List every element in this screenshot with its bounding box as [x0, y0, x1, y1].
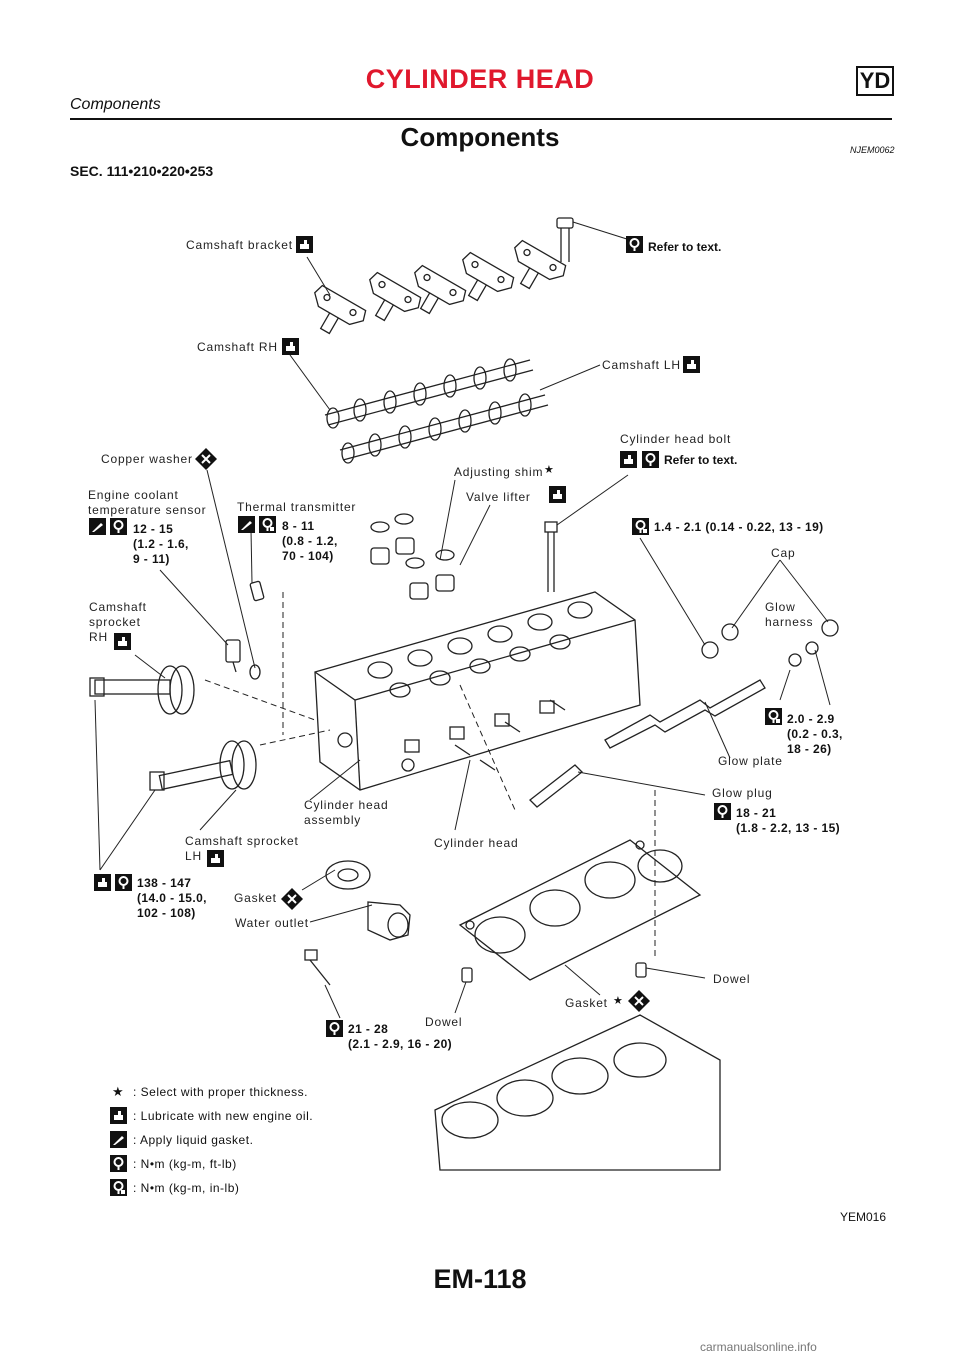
label-thermal-transmitter: Thermal transmitter — [237, 500, 357, 514]
cylinder-block — [434, 1014, 721, 1171]
oil-can-icon — [296, 236, 313, 253]
replace-part-icon — [195, 448, 217, 470]
camshaft-lh — [339, 393, 549, 464]
watermark: carmanualsonline.info — [700, 1340, 817, 1354]
camshaft-brackets — [314, 239, 567, 335]
label-glow-plug: Glow plug — [712, 786, 773, 800]
torque-wrench-icon — [714, 803, 731, 820]
torque-wrench-inlb-icon — [110, 1179, 127, 1196]
bracket-bolt — [556, 217, 574, 262]
camshaft-rh — [324, 358, 534, 429]
leader-lines — [94, 221, 831, 1019]
liquid-gasket-icon — [89, 518, 106, 535]
label-cylinder-head: Cylinder head — [434, 836, 519, 850]
label-cap: Cap — [771, 546, 796, 560]
torque-wrench-icon — [110, 518, 127, 535]
legend-text-torque-inlb: : N•m (kg-m, in-lb) — [133, 1181, 240, 1195]
oil-can-icon — [282, 338, 299, 355]
cylinder-head-bolt — [544, 521, 558, 592]
cylinder-head-gasket — [458, 839, 702, 981]
torque-wrench-icon — [115, 874, 132, 891]
label-valve-lifter: Valve lifter — [466, 490, 531, 504]
torque-water-outlet: 21 - 28 (2.1 - 2.9, 16 - 20) — [348, 1022, 453, 1051]
shims-lifters — [370, 513, 455, 600]
label-gasket-water-outlet: Gasket — [234, 891, 277, 905]
section-code: NJEM0062 — [850, 145, 895, 155]
torque-thermal-transmitter: 8 - 11 (0.8 - 1.2, 70 - 104) — [282, 519, 338, 563]
oil-can-icon — [114, 633, 131, 650]
label-camshaft-sprocket-rh: Camshaft sprocket RH — [89, 600, 147, 644]
oil-can-icon — [110, 1107, 127, 1124]
torque-wrench-icon — [326, 1020, 343, 1037]
label-refer-to-text: Refer to text. — [648, 240, 722, 254]
torque-glow-harness: 2.0 - 2.9 (0.2 - 0.3, 18 - 26) — [787, 712, 843, 756]
label-engine-coolant-sensor: Engine coolant temperature sensor — [88, 488, 207, 517]
star-icon: ★ — [613, 995, 623, 1007]
legend-text-star: : Select with proper thickness. — [133, 1085, 308, 1099]
label-refer-to-text-2: Refer to text. — [664, 453, 738, 467]
cylinder-head-block — [314, 591, 641, 791]
legend-text-torque-ftlb: : N•m (kg-m, ft-lb) — [133, 1157, 237, 1171]
label-water-outlet: Water outlet — [235, 916, 309, 930]
torque-coolant-sensor: 12 - 15 (1.2 - 1.6, 9 - 11) — [133, 522, 189, 566]
torque-camshaft-sprocket: 138 - 147 (14.0 - 15.0, 102 - 108) — [137, 876, 207, 920]
oil-can-icon — [549, 486, 566, 503]
label-glow-harness: Glow harness — [765, 600, 814, 629]
torque-wrench-icon — [110, 1155, 127, 1172]
water-outlet-gasket — [304, 860, 411, 986]
torque-wrench-inlb-icon — [259, 516, 276, 533]
replace-part-icon — [628, 990, 650, 1012]
header-rule — [70, 118, 892, 120]
torque-wrench-icon — [642, 451, 659, 468]
sensors — [225, 580, 265, 680]
dowels — [461, 962, 647, 983]
page-number: EM-118 — [433, 1264, 527, 1294]
chapter-title: CYLINDER HEAD — [365, 64, 595, 94]
liquid-gasket-icon — [110, 1131, 127, 1148]
oil-can-icon — [620, 451, 637, 468]
oil-can-icon — [207, 850, 224, 867]
label-cylinder-head-assembly: Cylinder head assembly — [304, 798, 389, 827]
label-camshaft-sprocket-lh: Camshaft sprocket LH — [185, 834, 299, 863]
torque-wrench-inlb-icon — [765, 708, 782, 725]
legend-text-oil: : Lubricate with new engine oil. — [133, 1109, 314, 1123]
label-gasket-head: Gasket — [565, 996, 608, 1010]
glow-plugs — [454, 699, 583, 808]
legend-text-gasket: : Apply liquid gasket. — [133, 1133, 254, 1147]
label-glow-plate: Glow plate — [718, 754, 783, 768]
label-dowel-left: Dowel — [425, 1015, 463, 1029]
section-title: Components — [400, 122, 560, 152]
label-camshaft-lh: Camshaft LH — [602, 358, 681, 372]
liquid-gasket-icon — [238, 516, 255, 533]
replace-part-icon — [281, 888, 303, 910]
oil-can-icon — [94, 874, 111, 891]
header-subtitle: Components — [70, 96, 161, 113]
engine-badge: YD — [856, 66, 894, 96]
glow-plate — [604, 679, 766, 749]
caps-nuts — [701, 619, 839, 667]
label-adjusting-shim: Adjusting shim — [454, 465, 544, 479]
camshaft-sprockets — [89, 665, 257, 791]
torque-wrench-inlb-icon — [632, 518, 649, 535]
label-camshaft-bracket: Camshaft bracket — [186, 238, 293, 252]
figure-id: YEM016 — [840, 1210, 887, 1224]
section-reference: SEC. 111•210•220•253 — [70, 163, 214, 179]
star-icon: ★ — [112, 1084, 124, 1099]
label-cylinder-head-bolt: Cylinder head bolt — [620, 432, 732, 446]
label-copper-washer: Copper washer — [101, 452, 193, 466]
star-icon: ★ — [544, 464, 554, 476]
label-camshaft-rh: Camshaft RH — [197, 340, 278, 354]
torque-glow-plug: 18 - 21 (1.8 - 2.2, 13 - 15) — [736, 806, 841, 835]
oil-can-icon — [683, 356, 700, 373]
torque-wrench-icon — [626, 236, 643, 253]
torque-cap: 1.4 - 2.1 (0.14 - 0.22, 13 - 19) — [654, 520, 824, 534]
label-dowel-right: Dowel — [713, 972, 751, 986]
